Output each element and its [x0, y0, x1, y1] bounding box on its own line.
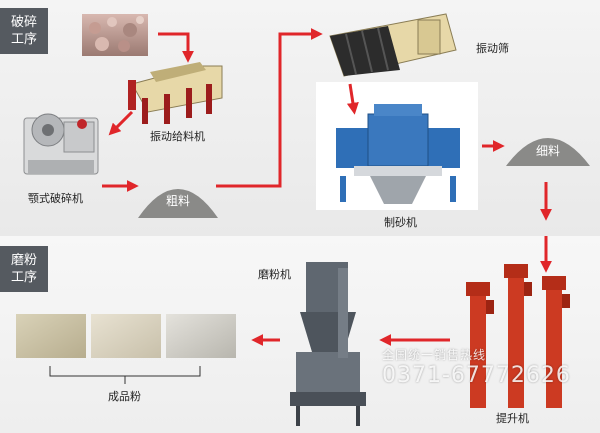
vibrating-screen-label: 振动筛 [476, 42, 509, 55]
finished-powder-label: 成品粉 [108, 390, 141, 403]
grinding-section-label: 磨粉 工序 [10, 253, 37, 285]
crushing-section-tag: 破碎 工序 [0, 8, 48, 54]
arrow-stone-to-feeder [158, 32, 194, 63]
jaw-crusher-label: 颚式破碎机 [28, 192, 83, 205]
sand-making-machine [316, 82, 478, 210]
grinding-section-tag: 磨粉 工序 [0, 246, 48, 292]
grinding-mill-label: 磨粉机 [258, 268, 291, 281]
raw-stone-image [82, 14, 148, 56]
sand-maker-label: 制砂机 [384, 216, 417, 229]
coarse-material-pile [138, 189, 218, 218]
powder-sample-1 [16, 314, 86, 358]
vibrating-screen-machine [329, 13, 457, 77]
finished-powder-bracket [49, 366, 201, 384]
arrow-screen-to-sandmaker [346, 83, 359, 115]
fine-material-pile [506, 138, 590, 166]
crushing-section-label: 破碎 工序 [10, 15, 37, 47]
bucket-elevator-label: 提升机 [496, 412, 529, 425]
hotline-phone: 0371-67772626 [382, 363, 571, 388]
jaw-crusher-machine [23, 113, 99, 175]
hotline-watermark: 全国统一销售热线 0371-67772626 [382, 346, 571, 388]
arrow-feeder-to-jaw [108, 110, 134, 136]
arrow-coarse-to-screen [216, 28, 323, 188]
grinding-mill-machine [290, 262, 366, 426]
bucket-elevator-machines [466, 264, 570, 408]
flow-arrows [102, 28, 552, 346]
hotline-title: 全国统一销售热线 [382, 348, 487, 362]
powder-sample-2 [91, 314, 161, 358]
powder-sample-3 [166, 314, 236, 358]
fine-material-label: 细料 [535, 144, 560, 158]
vibrating-feeder-machine [128, 62, 223, 124]
coarse-material-label: 粗料 [165, 194, 190, 208]
vibrating-feeder-label: 振动给料机 [150, 130, 205, 143]
